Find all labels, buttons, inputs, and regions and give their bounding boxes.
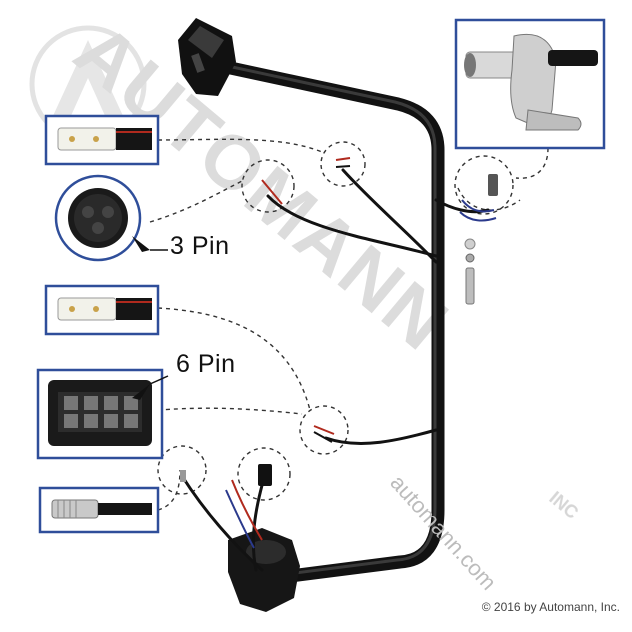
mirror-arm [205,57,445,583]
callout-chrome-fitting [454,18,606,150]
harness-connectors [180,174,498,486]
callout-3pin-connector [54,174,168,262]
copyright-notice: © 2016 by Automann, Inc. [481,600,620,614]
nut [465,253,475,263]
watermark-suffix: INC [545,488,582,523]
callout-threaded-connector [38,486,160,534]
callout-plug-top [44,114,160,166]
leader-lines [149,138,549,511]
bolt [465,267,475,305]
washer [464,238,476,250]
top-mount-bracket [178,18,236,96]
watermark-logo-mark [52,40,124,118]
hardware-bolt-set [464,238,476,305]
detail-circles [157,141,514,501]
callout-6pin-connector [36,368,169,460]
six-pin-label: 6 Pin [176,350,236,378]
wire-leads [225,157,497,549]
three-pin-label: 3 Pin [170,232,230,260]
callout-plug-middle [44,284,160,336]
wiring-harness [180,168,490,572]
bottom-mount-bracket [228,528,300,612]
